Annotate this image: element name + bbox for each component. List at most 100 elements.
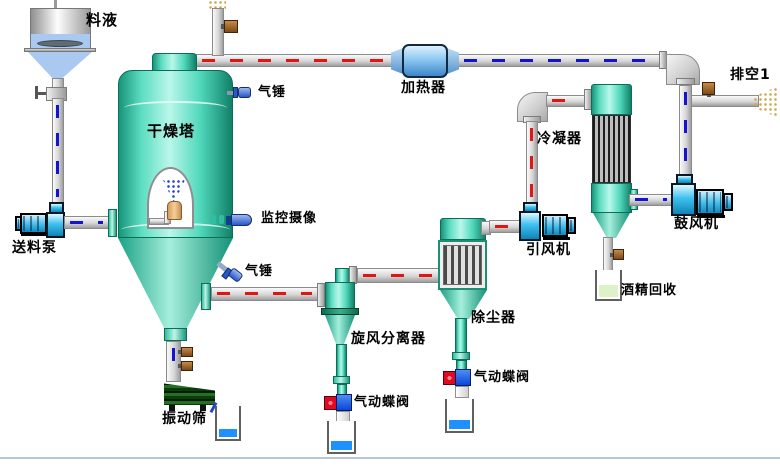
cyclone-beaker-liquid (331, 441, 352, 450)
discharge-knob-stem-2 (178, 364, 183, 368)
label-butterfly-valve-dust: 气动蝶阀 (474, 370, 531, 385)
tower-top-pipe-hot (196, 54, 396, 67)
air-hammer-upper-icon (238, 87, 251, 98)
condenser-cap (591, 84, 632, 115)
riser-vent-spray (208, 0, 226, 9)
label-camera: 监控摄像 (261, 211, 318, 226)
label-dust-collector: 除尘器 (471, 310, 516, 326)
blower-motor (696, 189, 724, 215)
feed-pump-motor (20, 213, 47, 234)
condenser-to-blower-pipe (629, 194, 673, 206)
feed-valve-stem (37, 92, 47, 95)
cone-outlet-flange (201, 283, 211, 310)
screen-collection-beaker (215, 406, 241, 441)
cyclone-collection-beaker (327, 421, 356, 454)
heater-right-cap (447, 48, 459, 74)
top-pipe-cold (458, 54, 667, 67)
blower-body (671, 183, 696, 216)
feed-tank-brim (24, 48, 96, 52)
air-hammer-upper-pin (227, 91, 234, 95)
camera-mount-dot-1 (211, 215, 216, 224)
feed-tank-wall (31, 9, 90, 34)
agitator-impeller (37, 40, 83, 47)
dust-to-fan-pipe (489, 220, 522, 233)
vent-valve (702, 82, 715, 95)
cyclone-inlet-flange (317, 283, 325, 307)
cyclone-to-dust-pipe (357, 268, 441, 283)
blower-base (697, 215, 725, 218)
dust-filter-element (443, 245, 482, 285)
cyclone-body (325, 282, 355, 311)
riser-vent-pipe (212, 8, 224, 56)
label-condenser: 冷凝器 (537, 131, 582, 147)
vibrating-screen (164, 383, 215, 405)
label-feed-liquid: 料液 (86, 11, 119, 29)
condenser-bottom-section (591, 183, 632, 213)
cyclone-rim (321, 308, 359, 315)
cyclone-butterfly-valve (336, 394, 352, 411)
label-blower: 鼓风机 (674, 216, 719, 232)
camera-icon (231, 214, 252, 226)
label-vibrating-screen: 振动筛 (162, 411, 207, 427)
label-butterfly-valve-cyclone: 气动蝶阀 (354, 395, 411, 410)
bottom-divider (0, 457, 780, 459)
label-heater: 加热器 (401, 80, 446, 96)
label-air-hammer-upper: 气锤 (258, 85, 287, 100)
label-air-hammer-lower: 气锤 (245, 264, 274, 279)
condenser-tube-bundle (592, 115, 631, 183)
tower-feed-flange (108, 209, 117, 237)
discharge-knob-1 (181, 347, 193, 357)
discharge-knob-2 (181, 361, 193, 371)
label-feed-pump: 送料泵 (12, 240, 57, 256)
feed-funnel (28, 52, 92, 78)
fan-motor-cap (567, 217, 576, 234)
discharge-pipe (166, 341, 181, 382)
vent-exhaust-spray (753, 87, 777, 117)
dust-butterfly-valve (455, 369, 471, 386)
alcohol-liquid (599, 285, 618, 297)
dust-filter-frame (438, 240, 487, 290)
tower-to-cyclone-pipe (211, 287, 318, 301)
screen-leg-2 (200, 405, 206, 411)
fan-base (543, 237, 570, 240)
dust-valve-outlet (455, 386, 469, 398)
dust-collection-beaker (445, 399, 474, 433)
screen-leg-1 (169, 405, 175, 411)
discharge-knob-stem-1 (178, 350, 183, 354)
fan-to-condenser-pipe (546, 95, 586, 107)
feed-pump-body (46, 212, 65, 238)
heater (402, 44, 448, 78)
condenser-drain-stem (610, 253, 614, 257)
dust-beaker-liquid (449, 420, 470, 429)
label-induced-draft-fan: 引风机 (526, 242, 571, 258)
label-cyclone-separator: 旋风分离器 (351, 331, 426, 347)
tower-bottom-flange (164, 328, 187, 341)
dust-collector-cap (440, 218, 486, 240)
cyclone-drop-flange (333, 376, 350, 384)
tower-cone (118, 238, 233, 330)
feed-valve-handle (35, 86, 38, 99)
feed-pipe-horizontal (64, 216, 109, 229)
riser-top-flange (676, 78, 695, 85)
spray-nozzle (167, 201, 182, 220)
condenser-drain-valve (613, 249, 624, 260)
feed-pipe-vertical (52, 98, 64, 204)
label-alcohol-recovery: 酒精回收 (621, 283, 678, 298)
tower-seam-upper (124, 101, 227, 115)
camera-mount-dot-2 (219, 215, 224, 224)
blower-motor-cap (723, 193, 733, 211)
cyclone-drop-pipe (336, 344, 347, 378)
dust-drop-flange (452, 352, 470, 360)
alcohol-recovery-beaker (595, 270, 622, 301)
screen-beaker-liquid (219, 429, 237, 437)
condenser-cone (593, 213, 630, 238)
label-drying-tower: 干燥塔 (147, 122, 196, 140)
label-vent: 排空1 (730, 67, 771, 83)
induced-draft-fan-body (519, 211, 541, 241)
riser-valve (224, 20, 238, 33)
feed-pump-base (21, 233, 47, 236)
camera-lens-icon (226, 216, 232, 225)
vent-branch-pipe (691, 95, 759, 107)
riser-valve-stem (221, 24, 226, 29)
